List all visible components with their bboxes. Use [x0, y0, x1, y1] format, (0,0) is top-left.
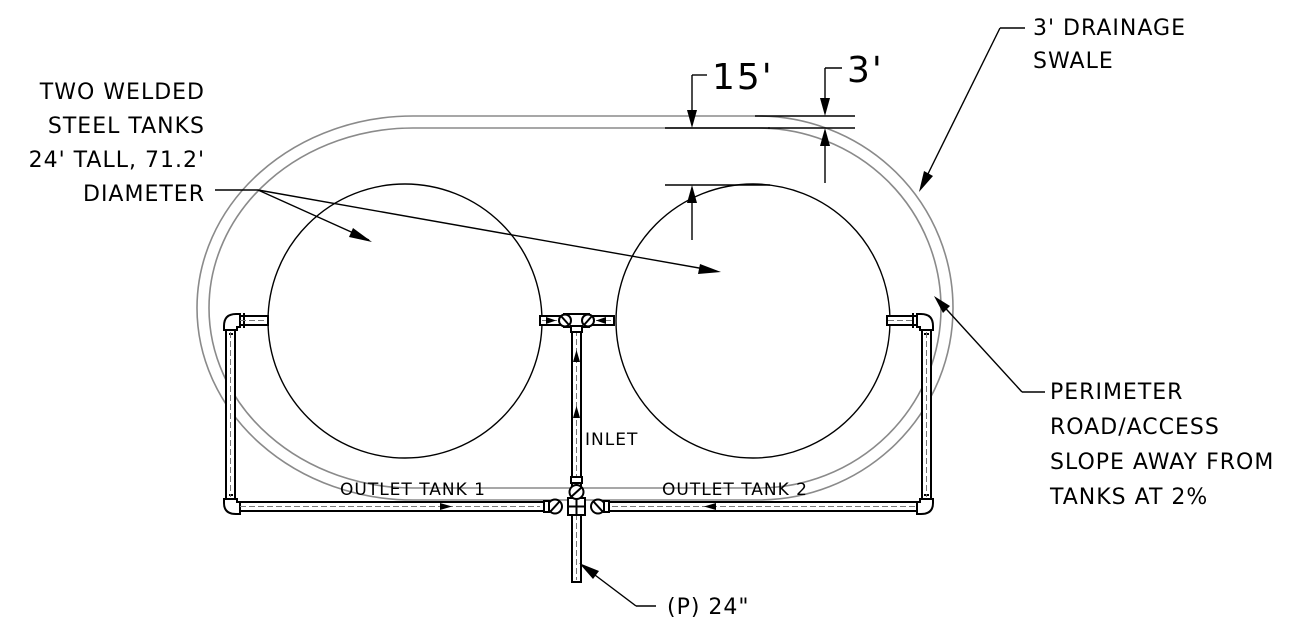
dim-3-label: 3'	[847, 50, 884, 91]
bottom-cross-valves	[543, 476, 610, 516]
tank-1	[267, 183, 543, 459]
leader-swale	[919, 27, 1025, 192]
outlet-tank-1-label: OUTLET TANK 1	[340, 480, 486, 500]
tanks-note-line-2: STEEL TANKS	[48, 114, 205, 139]
perimeter-note-line-3: SLOPE AWAY FROM	[1050, 450, 1274, 475]
swale-note-line-1: 3' DRAINAGE	[1033, 16, 1186, 41]
swale-outer-outline	[196, 115, 954, 501]
swale-note-line-2: SWALE	[1033, 49, 1114, 74]
tanks-note-line-3: 24' TALL, 71.2'	[29, 148, 205, 173]
tanks-note: TWO WELDED STEEL TANKS 24' TALL, 71.2' D…	[29, 80, 205, 207]
top-tee-valves	[558, 313, 595, 333]
outlet-tank-2-label: OUTLET TANK 2	[662, 480, 808, 500]
leader-pipe-size	[579, 563, 656, 607]
perimeter-note: PERIMETER ROAD/ACCESS SLOPE AWAY FROM TA…	[1049, 380, 1274, 510]
perimeter-note-line-2: ROAD/ACCESS	[1050, 415, 1220, 440]
perimeter-note-line-4: TANKS AT 2%	[1049, 485, 1208, 510]
tanks-note-line-4: DIAMETER	[83, 182, 205, 207]
swale-note: 3' DRAINAGE SWALE	[1033, 16, 1186, 74]
dimension-15ft	[665, 74, 770, 240]
dim-15-label: 15'	[712, 57, 774, 98]
leader-perimeter	[934, 296, 1045, 393]
pipe-size-label: (P) 24"	[667, 595, 750, 620]
swale-inner-outline	[208, 127, 942, 489]
dimension-3ft	[755, 67, 855, 183]
tanks-note-line-1: TWO WELDED	[39, 80, 205, 105]
perimeter-note-line-1: PERIMETER	[1050, 380, 1183, 405]
tank-2	[615, 183, 891, 459]
piping-network	[223, 313, 934, 583]
leader-tanks	[215, 189, 721, 274]
inlet-label: INLET	[585, 430, 638, 450]
